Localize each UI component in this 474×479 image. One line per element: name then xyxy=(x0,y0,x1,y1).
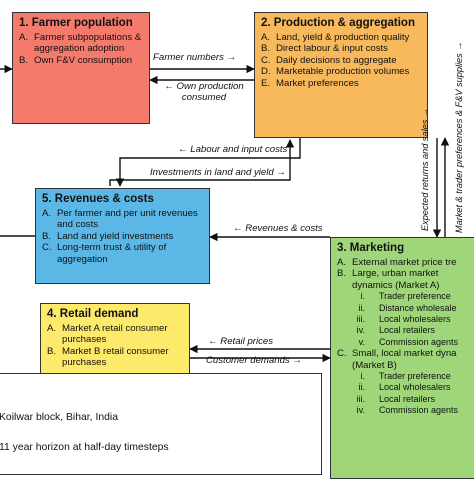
market-a-subitem: ii.Distance wholesale xyxy=(358,302,457,313)
revenues-costs-title: 5. Revenues & costs xyxy=(42,193,154,205)
revenues-costs-item: B.Land and yield investments xyxy=(42,230,174,242)
retail-demand-item: B.Market B retail consumer purchases xyxy=(47,345,169,369)
expected-returns-label: Expected returns and sales → xyxy=(420,107,430,231)
production-aggregation-item: A.Land, yield & production quality xyxy=(261,32,410,43)
production-aggregation-item: E.Market preferences xyxy=(261,77,359,89)
marketing-item: A.External market price tre xyxy=(337,257,457,268)
marketing-list: A.External market price tre B.Large, urb… xyxy=(337,257,474,417)
farmer-population-title: 1. Farmer population xyxy=(19,17,133,29)
retail-prices-label: ← Retail prices xyxy=(208,336,274,347)
labour-input-label: ← Labour and input costs xyxy=(178,144,288,155)
revenues-costs-list: A.Per farmer and per unit revenues and c… xyxy=(42,208,204,265)
region-horizon: 11 year horizon at half-day timesteps xyxy=(0,442,169,453)
revenues-costs-flow-label: ← Revenues & costs xyxy=(233,223,323,234)
revenues-costs-item: C.Long-term trust & utility of aggregati… xyxy=(42,242,167,265)
farmer-population-box: 1. Farmer population A.Farmer subpopulat… xyxy=(12,12,150,124)
labour-costs-arrow xyxy=(115,138,301,187)
marketing-item: C.Small, local market dyna (Market B) i.… xyxy=(337,348,474,416)
market-a-subitem: iii.Local wholesalers xyxy=(356,314,451,325)
farmer-population-item: A.Farmer subpopulations & aggregation ad… xyxy=(19,32,142,55)
investments-label: Investments in land and yield → xyxy=(150,167,286,178)
revenues-costs-box: 5. Revenues & costs A.Per farmer and per… xyxy=(35,188,210,284)
farmer-population-item: B.Own F&V consumption xyxy=(19,54,133,66)
region-location: Koilwar block, Bihar, India xyxy=(0,412,118,423)
retail-demand-list: A.Market A retail consumer purchases B.M… xyxy=(47,323,184,369)
region-info-box: Koilwar block, Bihar, India 11 year hori… xyxy=(0,373,322,475)
market-trader-label: Market & trader preferences & F&V suppli… xyxy=(454,41,464,233)
marketing-box: 3. Marketing A.External market price tre… xyxy=(330,237,474,479)
production-aggregation-list: A.Land, yield & production quality B.Dir… xyxy=(261,32,422,89)
farmer-population-list: A.Farmer subpopulations & aggregation ad… xyxy=(19,32,144,66)
revenues-costs-item: A.Per farmer and per unit revenues and c… xyxy=(42,208,198,231)
production-aggregation-item: C.Daily decisions to aggregate xyxy=(261,54,397,66)
market-a-sublist: i.Trader preference ii.Distance wholesal… xyxy=(337,291,474,348)
market-a-subitem: i.Trader preference xyxy=(360,291,451,302)
production-aggregation-box: 2. Production & aggregation A.Land, yiel… xyxy=(254,12,428,138)
marketing-item: B.Large, urban market dynamics (Market A… xyxy=(337,268,474,348)
investments-arrow xyxy=(109,139,295,186)
retail-demand-box: 4. Retail demand A.Market A retail consu… xyxy=(40,303,190,381)
own-production-label: ← Own production consumed xyxy=(164,81,244,103)
market-a-subitem: iv.Local retailers xyxy=(356,325,436,336)
customer-demands-label: Customer demands → xyxy=(206,355,302,366)
production-aggregation-item: D.Marketable production volumes xyxy=(261,66,410,78)
farmer-numbers-label: Farmer numbers → xyxy=(153,52,237,63)
retail-demand-item: A.Market A retail consumer purchases xyxy=(47,323,168,346)
market-b-subitem: iv.Commission agents xyxy=(356,405,459,416)
market-b-subitem: i.Trader preference xyxy=(360,371,451,382)
production-aggregation-title: 2. Production & aggregation xyxy=(261,17,415,29)
production-aggregation-item: B.Direct labour & input costs xyxy=(261,43,388,55)
market-b-subitem: iii.Local retailers xyxy=(356,393,436,404)
retail-demand-title: 4. Retail demand xyxy=(47,308,139,320)
market-b-subitem: ii.Local wholesalers xyxy=(358,382,451,393)
market-a-subitem: v.Commission agents xyxy=(358,336,459,347)
market-b-sublist: i.Trader preference ii.Local wholesalers… xyxy=(337,371,474,417)
marketing-title: 3. Marketing xyxy=(337,242,405,254)
